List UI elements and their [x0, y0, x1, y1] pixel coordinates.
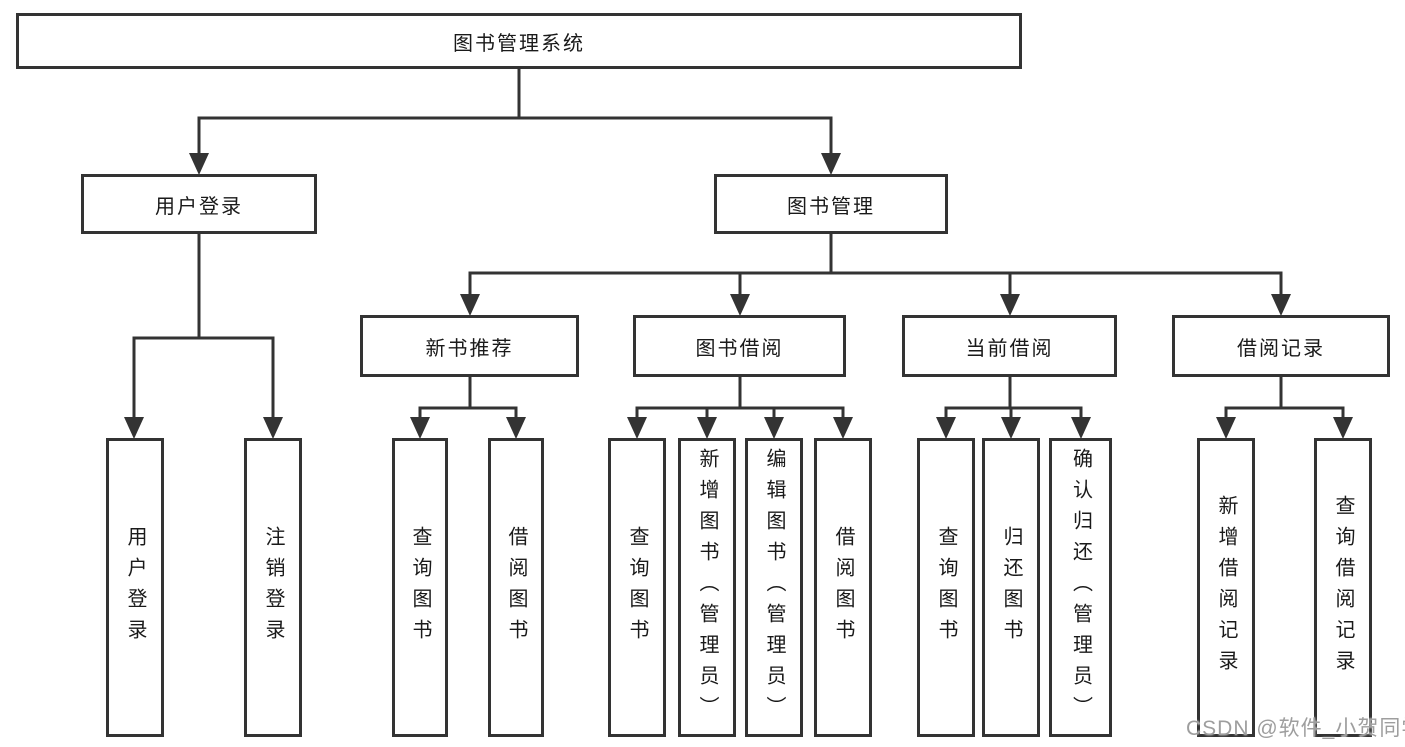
- node-new-book-recommend: 新书推荐: [360, 315, 579, 377]
- leaf-add-books-admin: 新增图书（管理员）: [678, 438, 736, 737]
- leaf-return-books: 归还图书: [982, 438, 1040, 737]
- node-book-borrowing: 图书借阅: [633, 315, 846, 377]
- leaf-borrow-books-recommend: 借阅图书: [488, 438, 544, 737]
- leaf-add-borrow-record: 新增借阅记录: [1197, 438, 1255, 737]
- node-library-management-system: 图书管理系统: [16, 13, 1022, 69]
- leaf-user-login: 用户登录: [106, 438, 164, 737]
- leaf-query-books-recommend: 查询图书: [392, 438, 448, 737]
- leaf-query-books-current: 查询图书: [917, 438, 975, 737]
- leaf-edit-books-admin: 编辑图书（管理员）: [745, 438, 803, 737]
- leaf-confirm-return-admin: 确认归还（管理员）: [1049, 438, 1112, 737]
- node-user-login-module: 用户登录: [81, 174, 317, 234]
- node-book-management-module: 图书管理: [714, 174, 948, 234]
- leaf-logout: 注销登录: [244, 438, 302, 737]
- leaf-query-books: 查询图书: [608, 438, 666, 737]
- node-borrowing-records: 借阅记录: [1172, 315, 1390, 377]
- csdn-watermark: CSDN @软件_小贺同学: [1186, 717, 1405, 740]
- node-current-borrowing: 当前借阅: [902, 315, 1117, 377]
- leaf-query-borrow-record: 查询借阅记录: [1314, 438, 1372, 737]
- leaf-borrow-books: 借阅图书: [814, 438, 872, 737]
